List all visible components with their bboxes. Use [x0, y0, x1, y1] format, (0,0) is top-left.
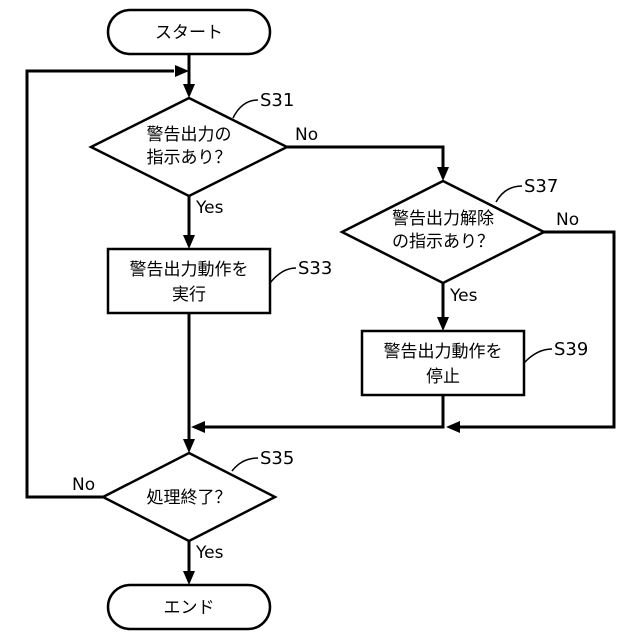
arrow-into-s33	[183, 235, 195, 249]
step-label-s35: S35	[260, 448, 294, 469]
arrow-into-s37	[437, 167, 449, 181]
process-s39-line-1: 警告出力動作を	[384, 342, 503, 362]
arrow-merge-right	[446, 421, 460, 433]
process-s33: 警告出力動作を 実行	[108, 249, 270, 313]
decision-s31-line-1: 警告出力の	[147, 125, 232, 145]
branch-s31-no: No	[295, 125, 318, 145]
step-label-s37: S37	[524, 176, 558, 197]
branch-s37-yes: Yes	[449, 286, 478, 306]
arrow-into-s35	[183, 439, 195, 453]
decision-s37-line-1: 警告出力解除	[392, 209, 494, 229]
decision-s35: 処理終了？	[103, 453, 275, 541]
start-label: スタート	[155, 23, 223, 43]
leader-s33	[270, 268, 296, 283]
process-s39: 警告出力動作を 停止	[362, 331, 524, 395]
process-s33-line-2: 実行	[172, 285, 206, 305]
leader-s35	[232, 458, 258, 471]
branch-s37-no: No	[556, 210, 579, 230]
decision-s31-line-2: 指示あり？	[147, 148, 232, 168]
step-leaders	[232, 100, 552, 471]
arrow-loop-back	[175, 65, 189, 77]
edge-s39-merge	[204, 395, 443, 427]
leader-s39	[524, 349, 552, 363]
end-terminal: エンド	[108, 585, 270, 629]
branch-s31-yes: Yes	[195, 198, 224, 218]
arrow-into-s31	[183, 84, 195, 98]
process-s39-line-2: 停止	[426, 367, 460, 387]
leader-s37	[496, 186, 522, 202]
arrow-into-end	[183, 571, 195, 585]
arrow-into-s39	[437, 317, 449, 331]
decision-s37-line-2: の指示あり？	[392, 232, 494, 252]
leader-s31	[233, 100, 258, 118]
decision-s37: 警告出力解除 の指示あり？	[342, 181, 544, 283]
branch-s35-yes: Yes	[195, 543, 224, 563]
edge-s31-no	[287, 147, 443, 169]
step-label-s31: S31	[260, 90, 294, 111]
decision-s35-text: 処理終了？	[147, 488, 232, 508]
end-label: エンド	[164, 598, 215, 618]
start-terminal: スタート	[108, 10, 270, 54]
decision-s31: 警告出力の 指示あり？	[91, 98, 287, 196]
step-label-s39: S39	[554, 339, 588, 360]
arrow-merge-left	[191, 421, 205, 433]
branch-s35-no: No	[72, 475, 95, 495]
step-label-s33: S33	[298, 258, 332, 279]
process-s33-line-1: 警告出力動作を	[130, 260, 249, 280]
